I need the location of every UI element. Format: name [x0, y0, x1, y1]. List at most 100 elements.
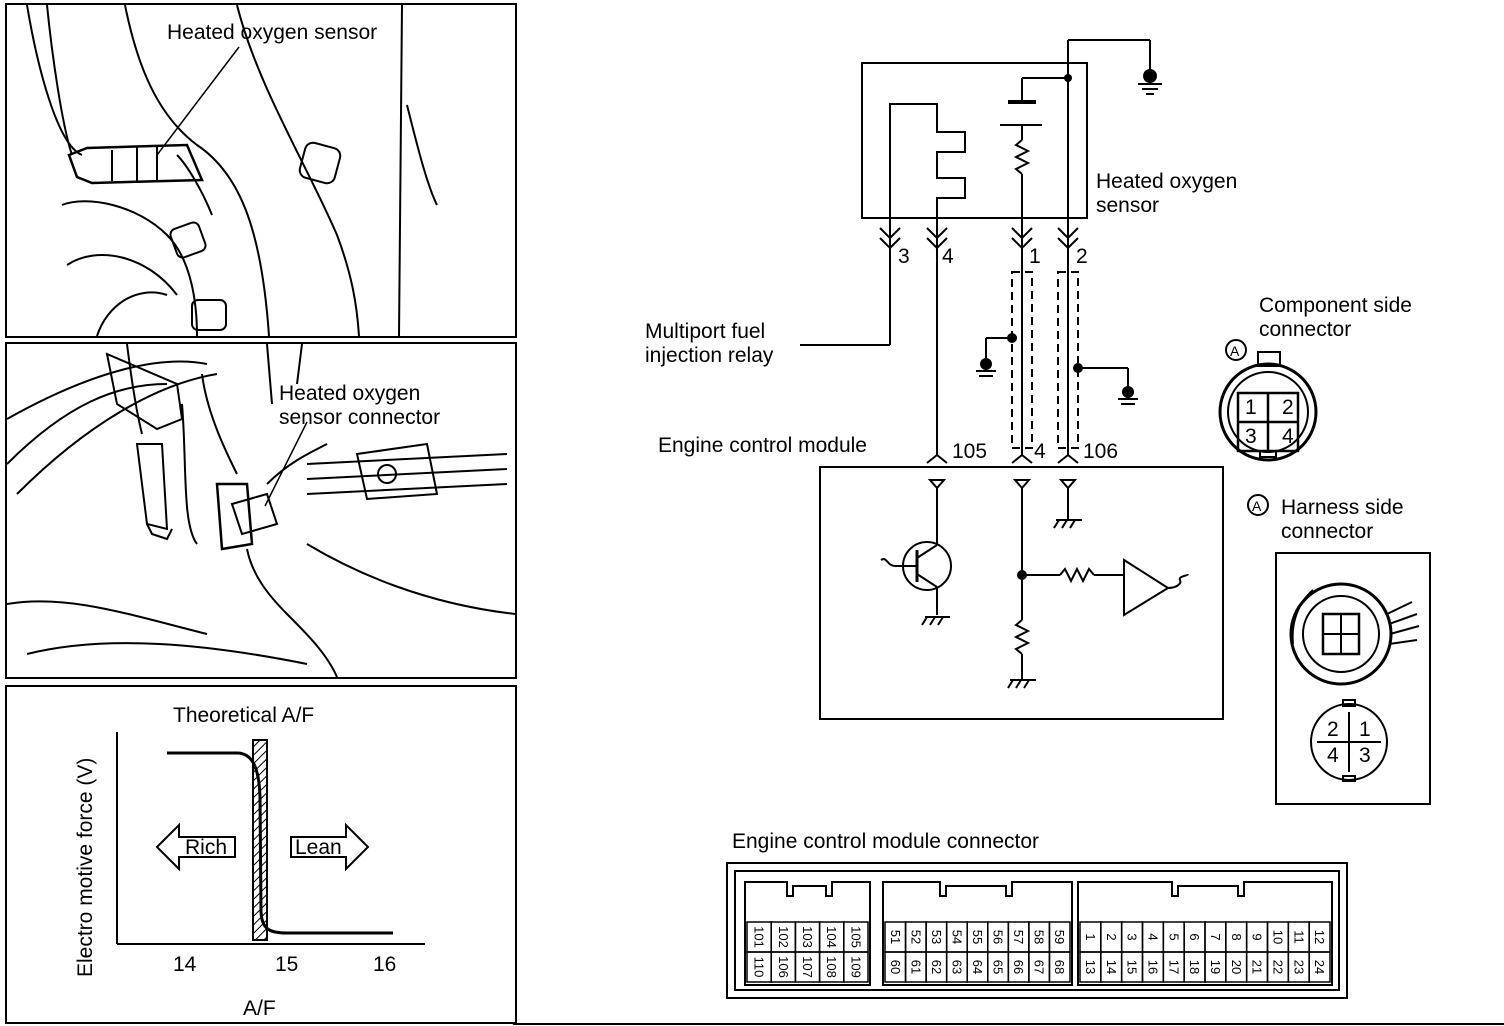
ecm-pin-cell [818, 951, 845, 983]
ecm-pin-number: 57 [1011, 930, 1026, 944]
ecm-pin-number: 103 [800, 926, 815, 948]
ecm-pin-cell [843, 951, 869, 983]
ecm-pin-number: 1 [1083, 933, 1098, 940]
ecm-pin-number: 19 [1208, 960, 1223, 974]
ecm-pin-cell [1266, 921, 1290, 953]
ecm-pin-cell [966, 921, 989, 953]
ecm-pin-106: 106 [1083, 440, 1119, 463]
ecm-pin-cell [904, 951, 927, 983]
harness-connector-label-line2: connector [1281, 520, 1374, 543]
ecm-pin-number: 22 [1270, 960, 1285, 974]
ecm-pin-cell [1007, 951, 1030, 983]
ecm-pin-number: 6 [1187, 933, 1202, 940]
ecm-pin-number: 12 [1312, 930, 1327, 944]
emf-curve [167, 751, 393, 935]
ecm-pin-number: 3 [1125, 933, 1140, 940]
harness-pin-3: 3 [1359, 744, 1371, 767]
ecm-pin-number: 65 [991, 960, 1006, 974]
ecm-pin-cell [1120, 951, 1144, 983]
ecm-pin-cell [945, 951, 968, 983]
sensor-callout-label: Heated oxygen sensor [167, 21, 378, 44]
ecm-pin-cell [746, 921, 772, 953]
ecm-pin-cell [1245, 921, 1269, 953]
ecm-pin-cell [1308, 921, 1331, 953]
ecm-pin-number: 2 [1104, 933, 1119, 940]
ecm-pin-number: 4 [1145, 933, 1160, 940]
ecm-pin-cell [925, 951, 948, 983]
component-connector-label-line2: connector [1259, 318, 1352, 341]
component-connector-label-line1: Component side [1259, 294, 1412, 317]
ecm-pin-number: 21 [1250, 960, 1265, 974]
connector-callout-line1: Heated oxygen [279, 382, 421, 405]
ecm-pin-cell [1245, 951, 1269, 983]
connector-location-panel: Heated oxygen sensor connector [5, 342, 517, 679]
ecm-pin-number: 105 [848, 926, 863, 948]
af-graph [116, 732, 425, 945]
ecm-pin-number: 51 [888, 930, 903, 944]
component-pin-1: 1 [1245, 396, 1257, 419]
harness-pin-4: 4 [1327, 744, 1339, 767]
relay-label-line2: injection relay [645, 344, 774, 367]
ecm-pin-number: 62 [929, 960, 944, 974]
ecm-pin-number: 55 [970, 930, 985, 944]
ecm-pin-cell [1204, 951, 1227, 983]
harness-marker: A [1252, 498, 1262, 514]
ecm-pin-cell [1048, 921, 1071, 953]
ecm-pin-number: 15 [1125, 960, 1140, 974]
ecm-pin-cell [966, 951, 989, 983]
ecm-pin-number: 23 [1291, 960, 1306, 974]
ecm-pin-cell [1308, 951, 1331, 983]
ecm-pin-number: 9 [1250, 933, 1265, 940]
x-axis-label: A/F [243, 997, 276, 1020]
ecm-pin-cell [945, 921, 968, 953]
ecm-pin-number: 5 [1166, 933, 1181, 940]
ecm-pin-cell [1162, 921, 1185, 953]
ecm-pin-4: 4 [1034, 440, 1046, 463]
harness-connector-illustration [1289, 582, 1420, 782]
ecm-pin-cell [746, 951, 772, 983]
ecm-pin-cell [770, 921, 797, 953]
ecm-pin-number: 10 [1270, 930, 1285, 944]
ecm-pin-cell [1120, 921, 1144, 953]
rich-arrow [155, 822, 236, 872]
ecm-pin-number: 20 [1229, 960, 1244, 974]
ecm-pin-cell [1204, 921, 1227, 953]
ecm-pin-cell [1287, 951, 1310, 983]
tick-16: 16 [373, 953, 397, 976]
ecm-pin-number: 58 [1032, 930, 1047, 944]
ecm-pin-number: 106 [776, 956, 791, 978]
ecm-pin-number: 13 [1083, 960, 1098, 974]
component-pin-2: 2 [1282, 396, 1294, 419]
ecm-pin-number: 52 [908, 930, 923, 944]
ecm-box [819, 466, 1224, 720]
ecm-pin-cell [818, 921, 845, 953]
sensor-label-line2: sensor [1096, 194, 1160, 217]
sensor-location-panel: Heated oxygen sensor [5, 3, 517, 338]
ecm-pin-cell [987, 951, 1010, 983]
ecm-pin-number: 17 [1166, 960, 1181, 974]
sensor-pin-3: 3 [898, 245, 910, 268]
ecm-pin-number: 11 [1291, 930, 1306, 944]
ecm-connector-frames [726, 862, 1348, 999]
ecm-pin-cell [843, 921, 869, 953]
ecm-pin-cell [904, 921, 927, 953]
ecm-pin-cell [1225, 951, 1248, 983]
harness-connector-label-line1: Harness side [1281, 496, 1404, 519]
ecm-pin-number: 59 [1052, 930, 1067, 944]
ecm-pin-number: 108 [824, 956, 839, 978]
ecm-pin-cell [1028, 921, 1051, 953]
lean-arrow [290, 822, 370, 872]
ecm-pin-cell [1007, 921, 1030, 953]
graph-title: Theoretical A/F [173, 704, 315, 727]
ecm-label: Engine control module [658, 434, 867, 457]
ecm-pin-cell [1266, 951, 1290, 983]
component-marker: A [1230, 343, 1240, 359]
ecm-pin-number: 67 [1032, 960, 1047, 974]
ecm-pin-cell [1048, 951, 1071, 983]
ecm-pin-cell [1183, 921, 1206, 953]
harness-pin-1: 1 [1359, 718, 1371, 741]
sensor-box [861, 62, 1088, 219]
ecm-pin-number: 24 [1312, 960, 1327, 974]
ecm-pin-number: 107 [800, 956, 815, 978]
sensor-pin-4: 4 [942, 245, 954, 268]
